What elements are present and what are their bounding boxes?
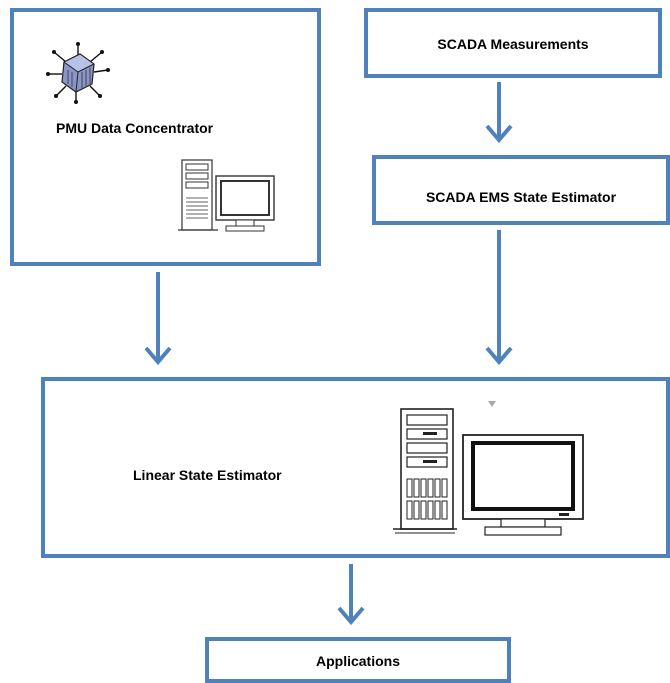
arrow-scada-measurements-to-ems: [484, 82, 514, 146]
linear-state-estimator-label: Linear State Estimator: [133, 467, 282, 483]
linear-state-estimator-box: Linear State Estimator: [41, 377, 670, 558]
caret-marker-icon: [488, 401, 496, 407]
scada-measurements-label: SCADA Measurements: [437, 36, 589, 52]
desktop-computer-icon: [178, 154, 278, 240]
arrow-lse-to-applications: [336, 564, 366, 628]
pmu-data-concentrator-label: PMU Data Concentrator: [56, 120, 214, 136]
applications-box: Applications: [205, 637, 511, 683]
arrow-ems-to-lse: [484, 230, 514, 368]
applications-label: Applications: [315, 653, 400, 669]
satellite-icon: [46, 40, 110, 104]
pmu-data-concentrator-box: PMU Data Concentrator: [10, 8, 321, 266]
scada-ems-state-estimator-label: SCADA EMS State Estimator: [425, 189, 617, 205]
scada-ems-state-estimator-box: SCADA EMS State Estimator: [372, 155, 670, 225]
desktop-computer-icon: [393, 405, 593, 541]
scada-measurements-box: SCADA Measurements: [364, 8, 662, 78]
arrow-pmu-to-lse: [143, 272, 173, 368]
